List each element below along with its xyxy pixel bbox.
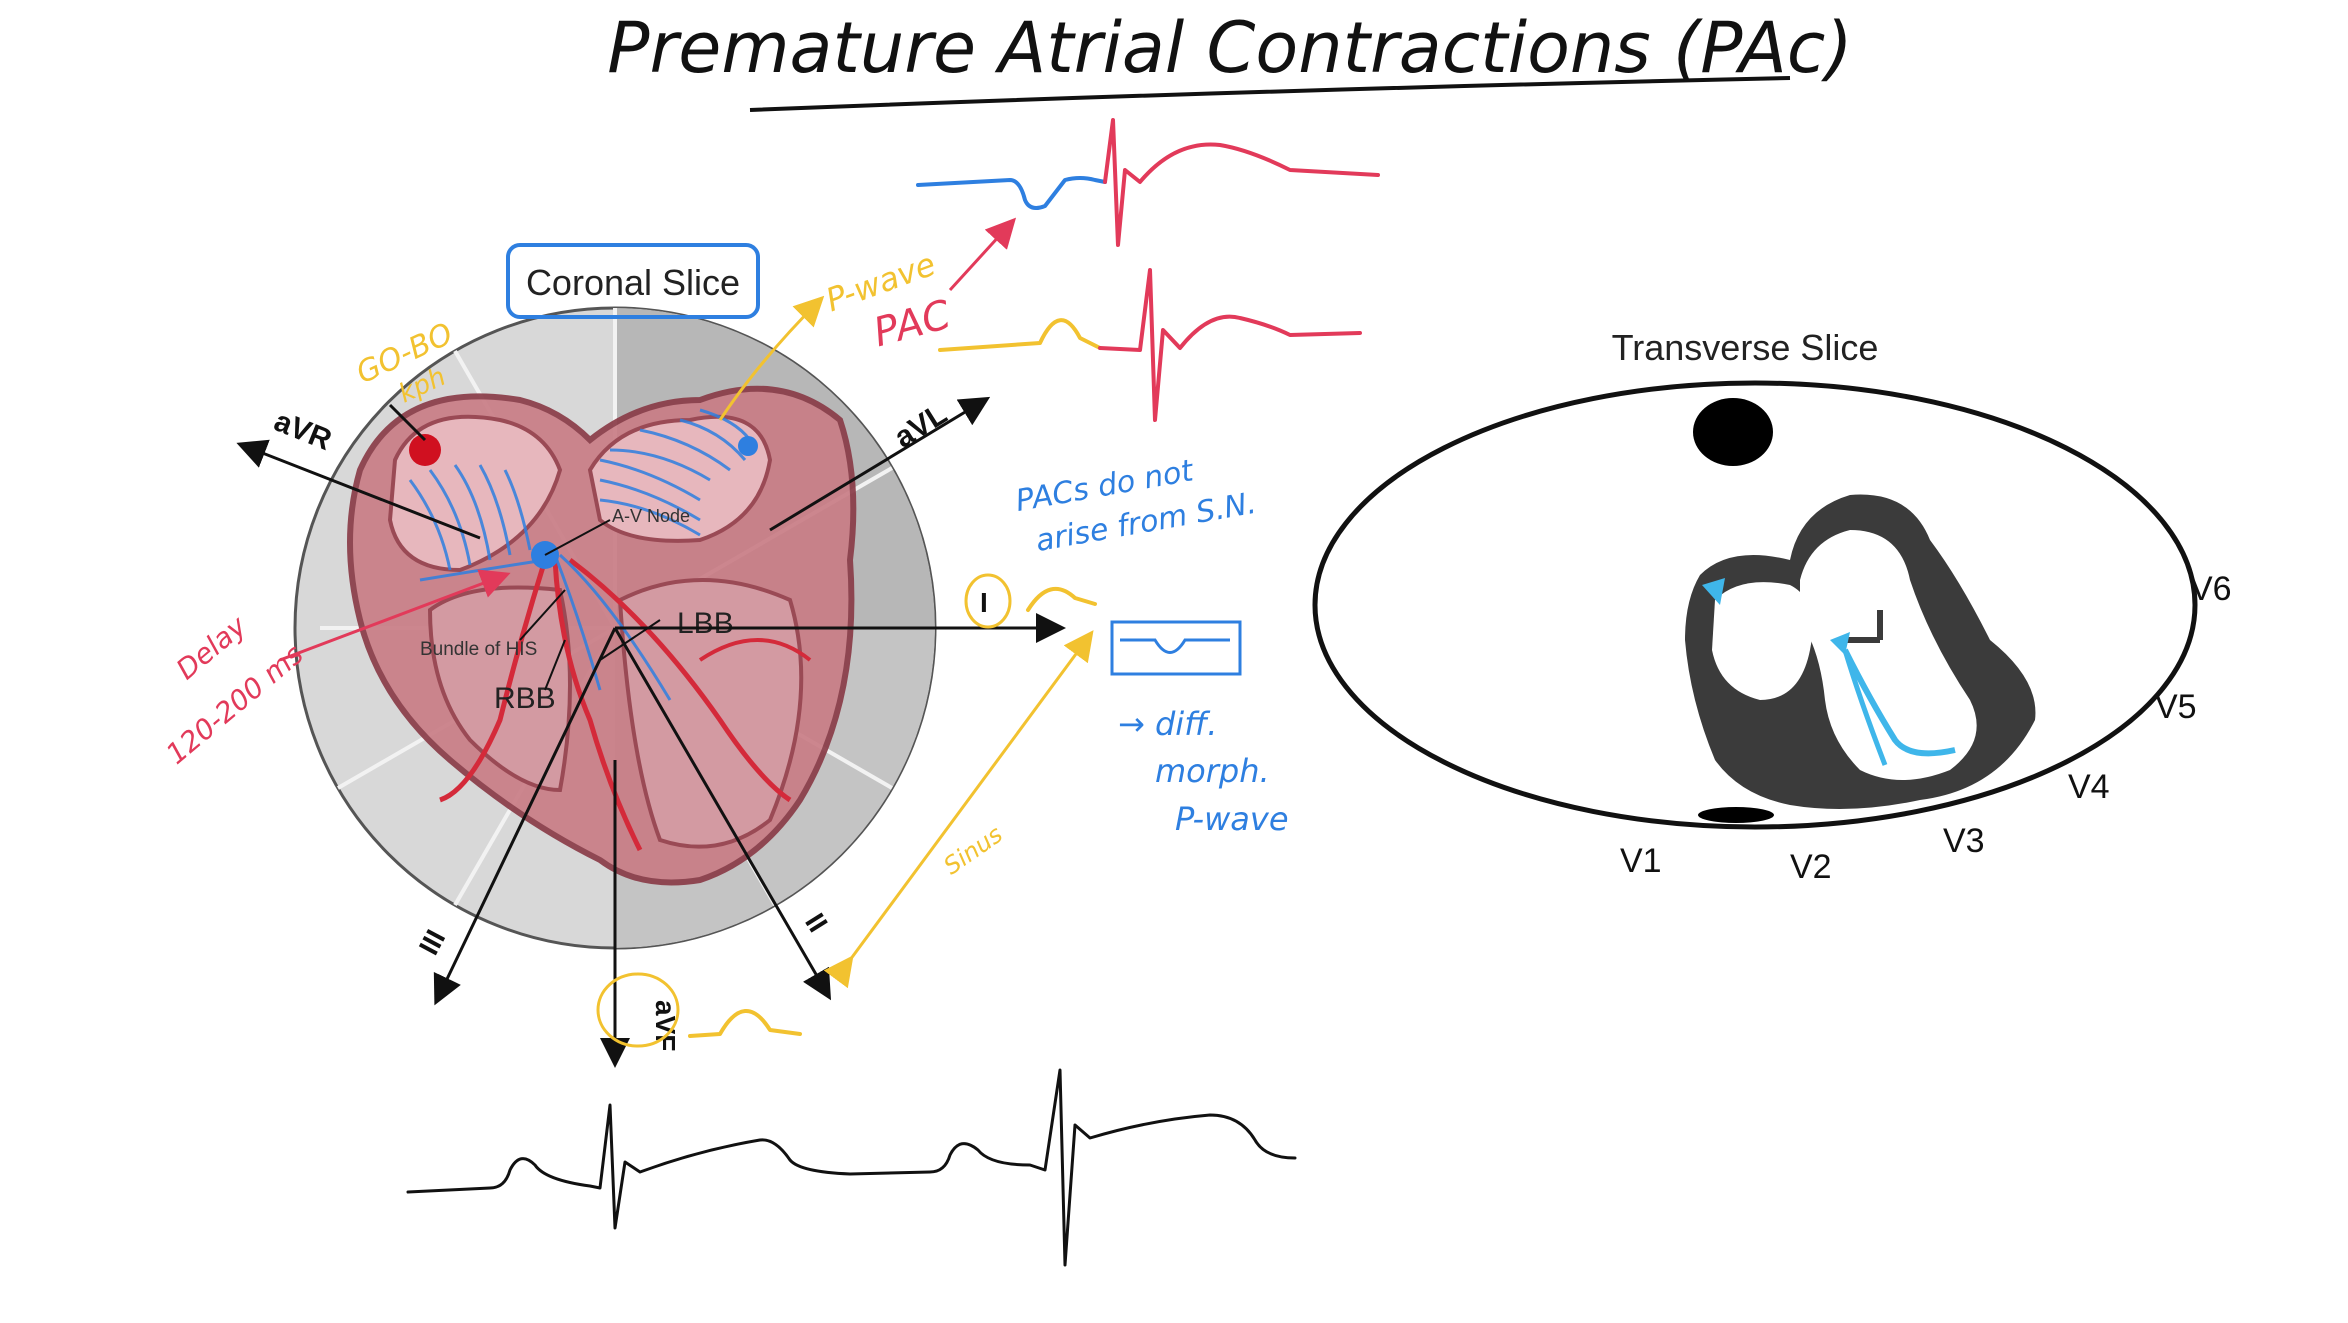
lead-v3-label: V3 bbox=[1943, 822, 1985, 860]
axis-ii bbox=[613, 627, 832, 1001]
sternum-shape bbox=[1698, 807, 1774, 823]
torso-outline bbox=[1312, 380, 2198, 830]
coronal-wheel: A-V Node Bundle of HIS LBB RBB aVR aVL I… bbox=[236, 243, 1066, 1068]
avf-pwave bbox=[688, 1009, 802, 1038]
sinus-qrs-trace bbox=[1098, 268, 1362, 422]
lbb-label: LBB bbox=[677, 607, 734, 640]
lead-avr-label: aVR bbox=[270, 405, 337, 458]
bundle-of-his-label: Bundle of HIS bbox=[420, 639, 537, 660]
av-node-label: A-V Node bbox=[612, 506, 690, 526]
heart-illustration: A-V Node Bundle of HIS LBB RBB bbox=[347, 385, 857, 886]
coronal-slice-label: Coronal Slice bbox=[526, 262, 740, 303]
title-underline bbox=[749, 76, 1791, 112]
axis-avr bbox=[236, 439, 481, 540]
axis-avl bbox=[769, 396, 991, 532]
axis-iii bbox=[433, 627, 617, 1006]
pac-qrs-trace bbox=[1103, 118, 1380, 247]
lead-v2-label: V2 bbox=[1790, 848, 1832, 886]
lead-v1-label: V1 bbox=[1620, 842, 1662, 880]
lead-ii-label: II bbox=[799, 908, 834, 938]
avf-yellow-circle bbox=[596, 972, 680, 1048]
lead-iii-label: III bbox=[413, 925, 451, 960]
coronal-label-box bbox=[506, 243, 760, 319]
lead-v4-label: V4 bbox=[2068, 768, 2110, 806]
cyan-sa-node bbox=[1702, 578, 1725, 605]
diff-note-2: morph. bbox=[1155, 752, 1270, 790]
lead-v6-label: V6 bbox=[2190, 570, 2232, 608]
diff-note-1: → diff. bbox=[1118, 705, 1217, 743]
bottom-ecg-strip bbox=[406, 1068, 1297, 1267]
lead-i-label: I bbox=[980, 587, 988, 618]
pac-pwave-trace bbox=[916, 176, 1107, 210]
delay-note-1: Delay bbox=[170, 609, 253, 686]
lead-v5-label: V5 bbox=[2155, 688, 2197, 726]
lead-i-yellow-circle bbox=[964, 573, 1012, 629]
ecg-traces bbox=[406, 118, 1380, 1267]
page-title: Premature Atrial Contractions (PAc) bbox=[607, 7, 1852, 89]
diff-note-3: P-wave bbox=[1175, 800, 1289, 838]
sinus-note: Sinus bbox=[939, 820, 1008, 880]
spine-shape bbox=[1693, 398, 1773, 466]
transverse-slice-label: Transverse Slice bbox=[1612, 327, 1879, 368]
lead-i-pwave bbox=[1026, 587, 1097, 612]
blue-la-node-dot bbox=[738, 436, 758, 456]
sinus-pwave-trace bbox=[938, 318, 1102, 352]
red-sa-node-dot bbox=[409, 434, 441, 466]
transverse-slice: Transverse Slice V1 V2 V3 V4 V5 V6 bbox=[1312, 327, 2232, 886]
diff-pwave-box bbox=[1110, 620, 1242, 676]
lead-avl-label: aVL bbox=[889, 397, 953, 454]
cyan-av-node bbox=[1830, 632, 1850, 655]
